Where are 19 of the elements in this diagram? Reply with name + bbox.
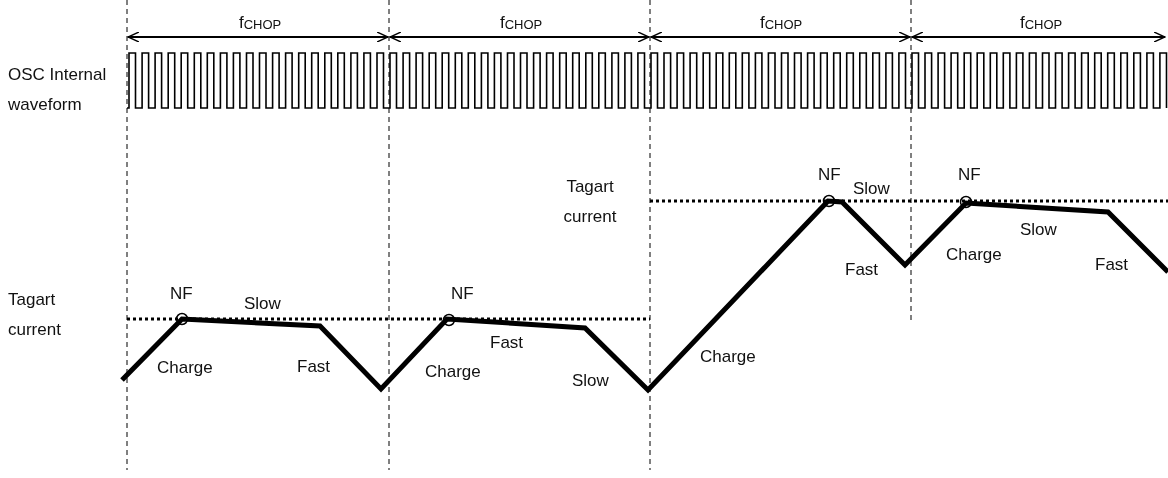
phase-label: Charge bbox=[425, 361, 481, 383]
phase-label: Charge bbox=[946, 244, 1002, 266]
phase-label: Fast bbox=[1095, 254, 1129, 276]
signal-name: Tagart current bbox=[562, 176, 618, 228]
phase-label: Slow bbox=[1020, 219, 1057, 241]
phase-label: Slow bbox=[853, 178, 890, 200]
phase-label: Fast bbox=[490, 332, 524, 354]
phase-label: Slow bbox=[244, 293, 281, 315]
phase-label: Fast bbox=[845, 259, 879, 281]
phase-label: NF bbox=[170, 283, 193, 305]
phase-label: NF bbox=[818, 164, 841, 186]
phase-label: Fast bbox=[297, 356, 331, 378]
signal-name: OSC Internal waveform bbox=[8, 64, 108, 116]
phase-label: NF bbox=[451, 283, 474, 305]
signal-name: Tagart current bbox=[8, 289, 62, 341]
phase-label: NF bbox=[958, 164, 981, 186]
phase-label: Charge bbox=[157, 357, 213, 379]
phase-label: Slow bbox=[572, 370, 609, 392]
phase-label: Charge bbox=[700, 346, 756, 368]
